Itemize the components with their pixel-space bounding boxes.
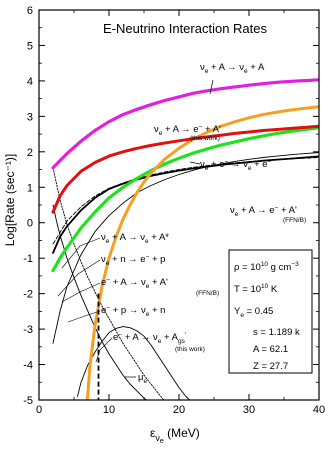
label-ep: e− + p → νe + n bbox=[101, 305, 165, 318]
x-tick-label: 0 bbox=[36, 404, 42, 416]
x-tick-label: 30 bbox=[243, 404, 255, 416]
label-nuA-inelastic: νe + A → νe + A* bbox=[101, 232, 169, 245]
param-Z: Z = 27.7 bbox=[253, 361, 288, 372]
param-A: A = 62.1 bbox=[253, 344, 288, 355]
label-ffnb2: (FFN/B) bbox=[196, 290, 219, 297]
param-s: s = 1.189 k bbox=[253, 327, 300, 338]
label-mu-e: μe bbox=[138, 372, 147, 385]
leader-lines-egs bbox=[95, 337, 113, 363]
series-nuA-cc-thiswork bbox=[51, 124, 319, 214]
label-egs: e− + A → νe + Ags' bbox=[113, 332, 186, 345]
y-tick-label: 0 bbox=[27, 218, 33, 230]
label-this-work2: (this work) bbox=[175, 346, 205, 353]
leader-lines-left bbox=[61, 237, 101, 269]
param-rho: ρ = 1010 g cm−3 bbox=[234, 261, 299, 273]
plot-frame bbox=[38, 9, 320, 401]
y-tick-label: -2 bbox=[23, 289, 33, 301]
axis-ticks: 0 10 20 30 40 -5 -4 -3 -2 -1 0 1 2 3 4 5 6 bbox=[23, 5, 325, 416]
leader-lines-eA bbox=[61, 282, 101, 303]
series-ecapture-gs bbox=[77, 326, 191, 400]
series-lines bbox=[51, 78, 319, 400]
curve-labels: νe + A → νe + A νe + A → e− + A' (this w… bbox=[57, 62, 306, 385]
y-tick-label: 4 bbox=[27, 76, 33, 88]
param-Ye: Ye = 0.45 bbox=[234, 306, 273, 319]
x-tick-label: 20 bbox=[173, 404, 185, 416]
label-nun: νe + n → e− + p bbox=[101, 254, 165, 267]
label-this-work: (this work) bbox=[190, 135, 220, 142]
label-nuA-cc: νe + A → e− + A' bbox=[154, 124, 221, 137]
y-axis-label: Log[Rate (sec⁻¹)] bbox=[3, 154, 17, 246]
label-nuA-scatter: νe + A → νe + A bbox=[200, 62, 265, 75]
leader-lines-ep bbox=[67, 310, 101, 323]
y-tick-label: -5 bbox=[23, 395, 33, 407]
label-nue-scatter: νe + e− → νe + e− bbox=[200, 159, 272, 172]
leader-nue-scatter bbox=[189, 161, 201, 165]
y-tick-label: 3 bbox=[27, 111, 33, 123]
y-tick-label: -4 bbox=[23, 360, 33, 372]
y-tick-label: 5 bbox=[27, 40, 33, 52]
series-nue-escatter bbox=[51, 126, 319, 273]
leader-nuA-scatter bbox=[209, 79, 214, 95]
series-nun-capture bbox=[52, 152, 319, 344]
y-tick-label: 1 bbox=[27, 182, 33, 194]
y-tick-label: 6 bbox=[27, 5, 33, 17]
chart-title: E-Neutrino Interaction Rates bbox=[103, 21, 268, 36]
series-nuA-cc-FFNB bbox=[52, 155, 319, 254]
parameter-box-frame bbox=[228, 249, 313, 374]
label-eA: e− + A → νe + A' bbox=[101, 277, 168, 290]
param-T: T = 1010 K bbox=[234, 283, 278, 295]
series-nuA-cc-gs-orange bbox=[85, 105, 319, 400]
series-ep-capture bbox=[52, 204, 148, 400]
x-tick-label: 40 bbox=[313, 404, 325, 416]
x-axis-label: ενe (MeV) bbox=[150, 426, 200, 445]
label-nuA-ffn: νe + A → e− + A' bbox=[230, 205, 297, 218]
parameter-box: ρ = 1010 g cm−3 T = 1010 K Ye = 0.45 s =… bbox=[228, 249, 313, 374]
leader-lines-nun bbox=[57, 259, 101, 297]
y-tick-label: 2 bbox=[27, 147, 33, 159]
x-tick-label: 10 bbox=[103, 404, 115, 416]
svg-text:Log[Rate (sec⁻¹)]: Log[Rate (sec⁻¹)] bbox=[3, 154, 17, 246]
y-tick-label: -3 bbox=[23, 324, 33, 336]
y-tick-label: -1 bbox=[23, 253, 33, 265]
label-ffnb: (FFN/B) bbox=[283, 217, 306, 224]
series-ecapture-A-dotted bbox=[52, 167, 165, 400]
series-nuA-scatter bbox=[51, 78, 319, 170]
